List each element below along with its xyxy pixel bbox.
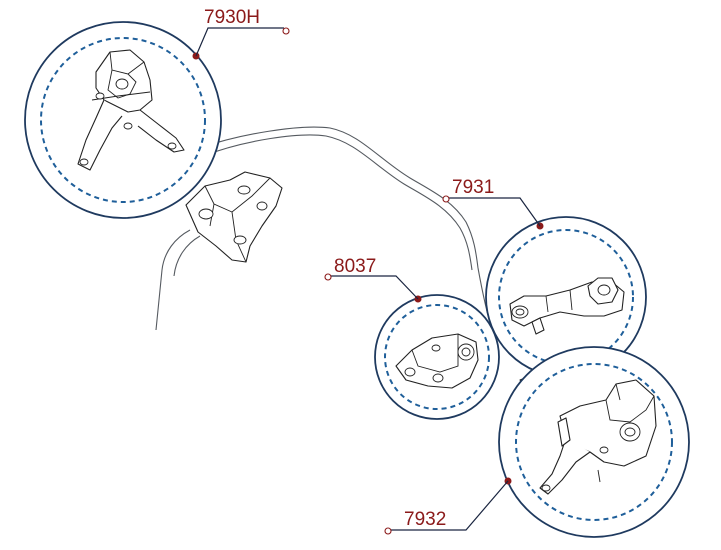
callout-dashed-ring: [498, 229, 634, 365]
leader-end: [324, 273, 332, 281]
torque-rod-icon: [509, 277, 625, 335]
part-number-label: 8037: [334, 256, 376, 277]
bracket-icon: [395, 333, 479, 389]
leader-line: [390, 480, 509, 531]
body-bracket-icon: [185, 171, 283, 263]
transmission-mount-icon: [539, 379, 657, 495]
callout-8037[interactable]: 8037: [324, 256, 500, 420]
callout-7932[interactable]: 7932: [384, 346, 690, 538]
leader-line: [448, 197, 541, 227]
part-number-label: 7930H: [204, 7, 260, 28]
leader-line: [195, 27, 284, 57]
callout-7930H[interactable]: 7930H: [24, 7, 290, 219]
callout-7931[interactable]: 7931: [442, 177, 647, 378]
callout-dashed-ring: [515, 363, 673, 521]
leader-line: [330, 275, 419, 300]
callout-circle: [24, 21, 222, 219]
callout-dashed-ring: [384, 304, 490, 410]
leader-end: [442, 195, 450, 203]
leader-end: [282, 27, 290, 35]
callout-dashed-ring: [40, 37, 206, 203]
part-number-label: 7932: [404, 509, 446, 530]
leader-end: [384, 527, 392, 535]
engine-mount-icon: [77, 49, 185, 171]
part-number-label: 7931: [452, 177, 494, 198]
